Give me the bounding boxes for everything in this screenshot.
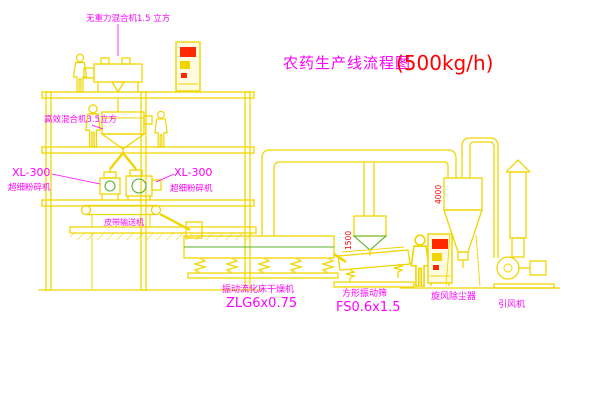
label-cyclone: 旋风除尘器	[431, 290, 476, 302]
diagram-title-capacity: (500kg/h)	[396, 51, 493, 75]
label-second-mixer: 高效混合机3.5立方	[44, 114, 117, 125]
vibrating-screen	[333, 246, 415, 288]
worker-icon	[410, 234, 430, 287]
feed-chute	[159, 212, 191, 232]
induced-draft-fan	[400, 256, 560, 289]
dimension-cyclone: 4000	[434, 185, 443, 204]
label-dryer-name: 振动流化床干燥机	[222, 283, 294, 295]
worker-icon	[85, 104, 101, 148]
dryer-discharge-chute	[333, 253, 347, 263]
exhaust-stack	[505, 159, 531, 258]
label-top-mixer: 无重力混合机1.5 立方	[86, 13, 170, 24]
control-cabinet-upper	[175, 41, 201, 93]
label-fan: 引风机	[498, 298, 525, 310]
floor-hatch	[70, 233, 256, 240]
diagram-title: 农药生产线流程图	[283, 54, 411, 72]
ultrafine-mill-left	[51, 169, 121, 200]
gravity-free-mixer	[83, 24, 143, 94]
high-efficiency-mixer	[91, 98, 153, 170]
label-screen-model: FS0.6x1.5	[336, 300, 401, 315]
building-frame	[38, 91, 262, 291]
label-mill-right-name: 超细粉碎机	[170, 183, 213, 194]
control-cabinet-lower	[427, 233, 453, 286]
exhaust-duct	[261, 149, 457, 236]
label-mill-left-model: XL-300	[12, 166, 50, 179]
fluid-bed-dryer	[183, 221, 347, 279]
label-dryer-model: ZLG6x0.75	[226, 296, 297, 311]
cyclone-dust-collector	[443, 137, 499, 287]
label-screen-name: 方形振动筛	[342, 287, 387, 299]
label-mill-left-name: 超细粉碎机	[8, 182, 51, 193]
ultrafine-mill-right	[125, 169, 175, 200]
label-mill-right-model: XL-300	[174, 166, 212, 179]
belt-conveyor	[80, 204, 191, 232]
worker-icon	[154, 110, 168, 148]
label-belt-conveyor: 皮带输送机	[104, 217, 144, 227]
dimension-hopper: 1500	[344, 231, 353, 250]
